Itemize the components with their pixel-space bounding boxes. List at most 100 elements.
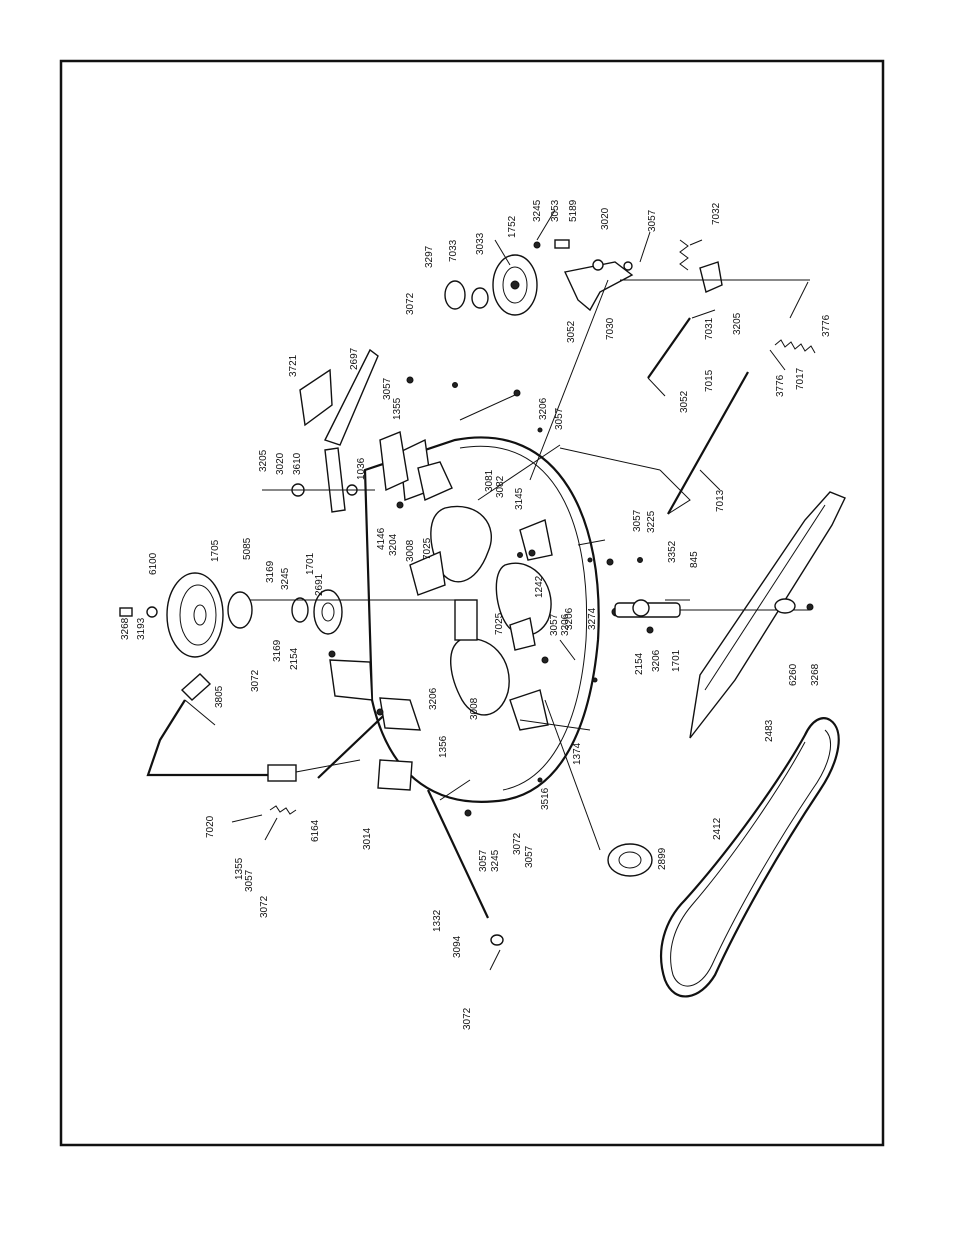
callout-label: 1355 (234, 857, 245, 880)
callout-label: 1701 (671, 649, 682, 672)
callout-label: 7030 (605, 317, 616, 340)
callout-label: 3057 (554, 407, 565, 430)
callout-label: 3268 (120, 617, 131, 640)
callout-label: 6100 (148, 552, 159, 575)
callout-label: 3145 (514, 487, 525, 510)
deflector-brackets (262, 348, 379, 513)
callout-label: 7017 (795, 367, 806, 390)
callout-label: 3052 (679, 390, 690, 413)
callout-label: 3008 (405, 539, 416, 562)
callout-label: 3206 (428, 687, 439, 710)
callout-label: 1356 (438, 735, 449, 758)
callout-label: 3274 (587, 607, 598, 630)
callout-label: 7033 (448, 239, 459, 262)
callout-label: 3245 (490, 849, 501, 872)
callout-label: 3072 (250, 669, 261, 692)
callout-label: 2691 (314, 573, 325, 596)
lift-handle (146, 659, 421, 791)
callout-label: 3057 (549, 613, 560, 636)
callout-label: 3057 (632, 509, 643, 532)
callout-label: 6164 (310, 819, 321, 842)
callout-label: 3014 (362, 827, 373, 850)
belt-guard-ring (607, 843, 653, 877)
callout-label: 3721 (288, 354, 299, 377)
callout-label: 3206 (560, 613, 571, 636)
callout-label: 845 (689, 551, 700, 568)
control-rods (559, 281, 816, 515)
callout-label: 3020 (600, 207, 611, 230)
callout-label: 2899 (657, 847, 668, 870)
callout-label: 3169 (265, 560, 276, 583)
callout-label: 1355 (392, 397, 403, 420)
callout-label: 3776 (821, 314, 832, 337)
callout-label: 7013 (715, 489, 726, 512)
callout-label: 1036 (356, 457, 367, 480)
callout-label: 2483 (764, 719, 775, 742)
callout-labels: 7032 3057 3020 5189 3053 3245 1752 3033 … (120, 199, 832, 1030)
idler-assembly (444, 239, 723, 316)
leader-lines (184, 209, 810, 851)
callout-label: 2697 (349, 347, 360, 370)
callout-label: 7032 (711, 202, 722, 225)
adjuster-rod (264, 789, 504, 971)
callout-label: 3057 (244, 869, 255, 892)
callout-label: 1332 (432, 909, 443, 932)
callout-label: 4146 (376, 527, 387, 550)
callout-label: 1242 (534, 575, 545, 598)
mower-deck-housing (363, 427, 600, 803)
cutting-blade (689, 491, 846, 739)
callout-label: 2412 (712, 817, 723, 840)
callout-label: 7020 (205, 815, 216, 838)
callout-label: 7025 (422, 537, 433, 560)
callout-label: 1701 (305, 552, 316, 575)
callout-label: 3245 (280, 567, 291, 590)
hardware-fasteners (328, 376, 814, 817)
callout-label: 2154 (634, 652, 645, 675)
callout-label: 3516 (540, 787, 551, 810)
callout-label: 3268 (810, 663, 821, 686)
callout-label: 3169 (272, 639, 283, 662)
callout-label: 5085 (242, 537, 253, 560)
callout-label: 2154 (289, 647, 300, 670)
callout-label: 3033 (475, 232, 486, 255)
callout-label: 7025 (494, 612, 505, 635)
callout-label: 3008 (469, 697, 480, 720)
callout-label: 3072 (462, 1007, 473, 1030)
callout-label: 3072 (259, 895, 270, 918)
callout-label: 3052 (566, 320, 577, 343)
drive-pulley (119, 572, 343, 658)
callout-label: 3352 (667, 540, 678, 563)
callout-label: 3057 (478, 849, 489, 872)
callout-label: 3081 (484, 469, 495, 492)
callout-label: 3776 (775, 374, 786, 397)
callout-label: 3053 (550, 199, 561, 222)
callout-label: 3020 (275, 452, 286, 475)
drive-belt (660, 717, 840, 998)
callout-label: 3610 (292, 452, 303, 475)
callout-label: 3057 (382, 377, 393, 400)
callout-label: 3072 (405, 292, 416, 315)
callout-label: 3057 (524, 845, 535, 868)
callout-label: 3225 (646, 510, 657, 533)
diagram-artwork (119, 209, 846, 998)
callout-label: 1752 (507, 215, 518, 238)
callout-label: 3206 (651, 649, 662, 672)
diagram-frame (59, 59, 885, 1147)
callout-label: 3205 (258, 449, 269, 472)
callout-label: 3245 (532, 199, 543, 222)
callout-label: 7031 (704, 317, 715, 340)
callout-label: 3072 (512, 832, 523, 855)
callout-label: 5189 (568, 199, 579, 222)
callout-label: 3082 (495, 475, 506, 498)
callout-label: 7015 (704, 369, 715, 392)
callout-label: 1374 (572, 742, 583, 765)
callout-label: 3205 (732, 312, 743, 335)
callout-label: 6260 (788, 663, 799, 686)
callout-label: 1705 (210, 539, 221, 562)
callout-label: 3057 (647, 209, 658, 232)
callout-label: 3193 (136, 617, 147, 640)
callout-label: 3805 (214, 685, 225, 708)
callout-label: 3094 (452, 935, 463, 958)
callout-label: 3204 (388, 533, 399, 556)
